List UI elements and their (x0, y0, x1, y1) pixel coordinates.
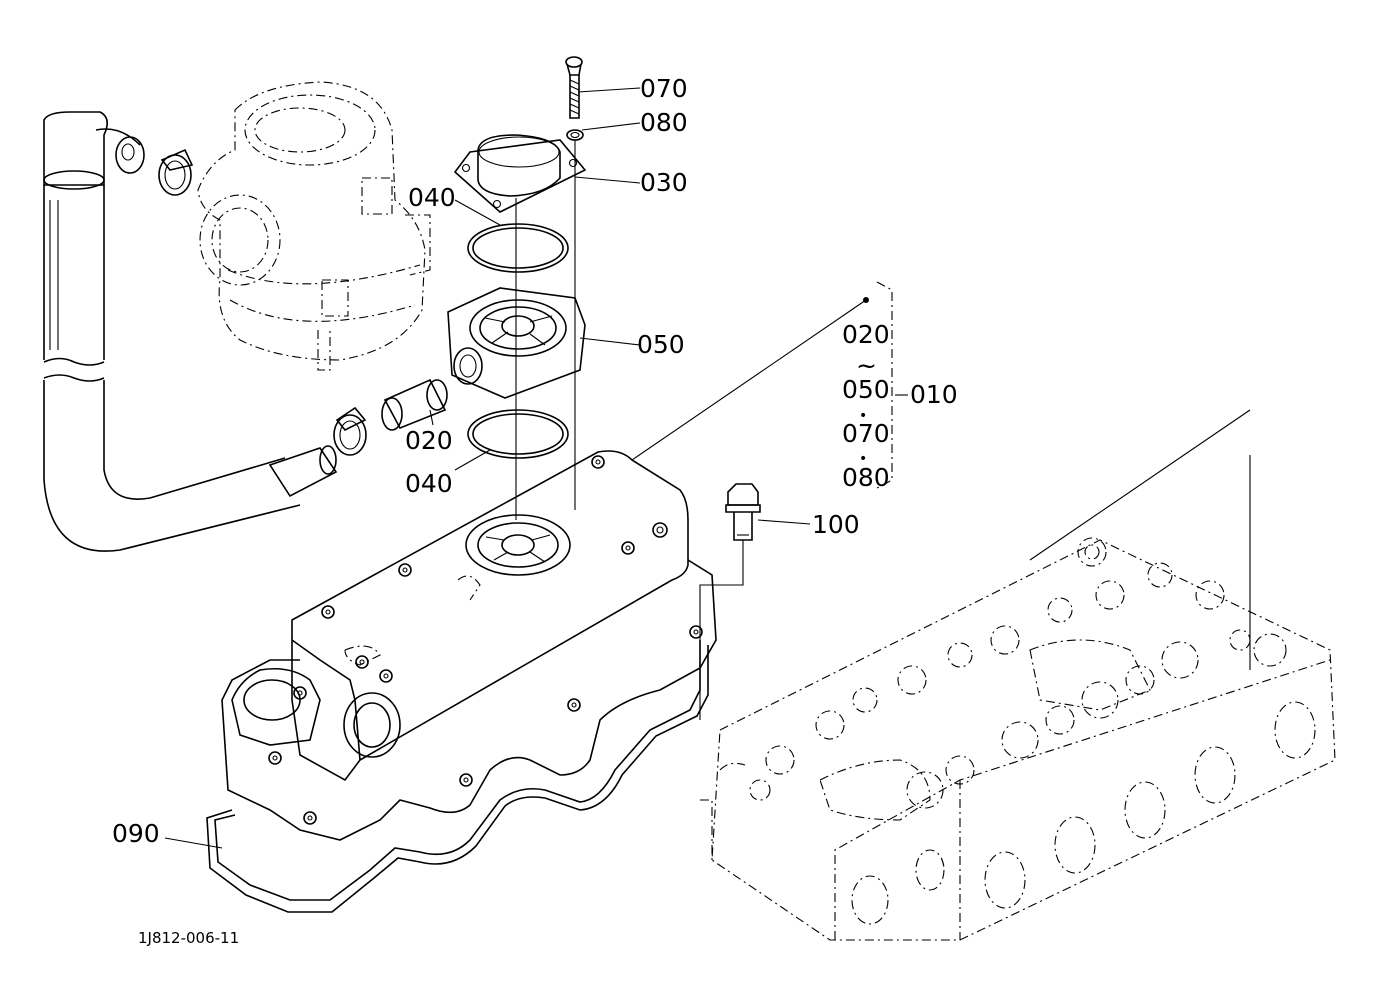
callout-070: 070 (640, 74, 688, 103)
callout-050: 050 (637, 330, 685, 359)
callout-020: 020 (405, 426, 453, 455)
o-ring-040-top-inner (472, 227, 564, 269)
o-ring-040-bottom-drawing (467, 409, 569, 459)
group-item-dot-1: • (859, 408, 867, 424)
group-number-010: 010 (910, 380, 958, 409)
group-item-070: 070 (842, 419, 890, 448)
cylinder-head-phantom (700, 537, 1336, 941)
hose-clamp-lower (333, 406, 367, 456)
o-ring-040-bottom-inner (472, 413, 564, 455)
head-cover-drawing (221, 450, 717, 841)
callout-040-top: 040 (408, 183, 456, 212)
leader-lines (164, 87, 1251, 849)
group-item-080: 080 (842, 463, 890, 492)
callout-090: 090 (112, 819, 160, 848)
group-bracket (863, 281, 893, 489)
group-item-020: 020 (842, 320, 890, 349)
washer-080-drawing (566, 129, 584, 141)
group-item-050: 050 (842, 375, 890, 404)
hose-clamp-upper (158, 148, 194, 196)
callout-100: 100 (812, 510, 860, 539)
o-ring-040-top-drawing (467, 223, 569, 273)
bolt-100-drawing (699, 483, 761, 720)
gasket-090-drawing (206, 640, 709, 913)
group-item-range-mark: ~ (856, 351, 877, 380)
breather-hose (43, 111, 338, 552)
cover-030-drawing (453, 134, 587, 213)
pipe-020-drawing (381, 378, 448, 431)
callout-080: 080 (640, 108, 688, 137)
callout-040-bottom: 040 (405, 469, 453, 498)
drawing-id: 1J812-006-11 (138, 929, 239, 947)
group-item-dot-2: • (859, 451, 867, 467)
callout-030: 030 (640, 168, 688, 197)
turbo-phantom (197, 81, 431, 371)
separator-050-drawing (447, 287, 586, 399)
screw-070-drawing (565, 56, 583, 119)
